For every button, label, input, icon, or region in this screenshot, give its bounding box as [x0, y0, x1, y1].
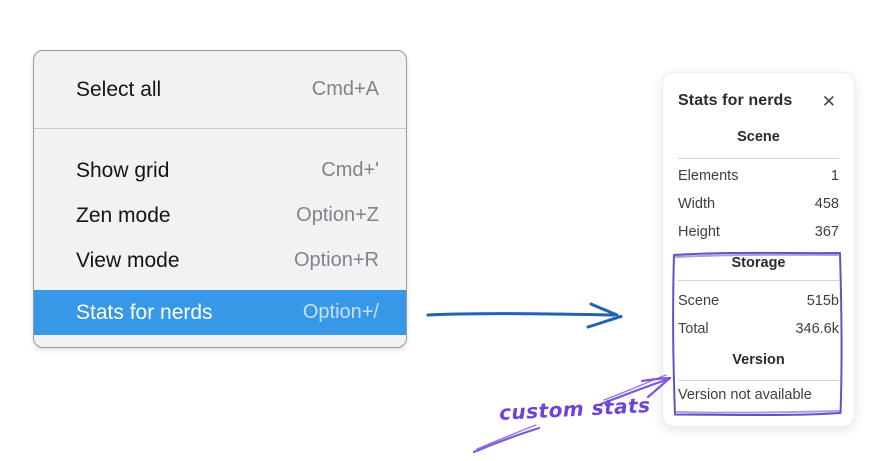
custom-stats-label: custom stats	[498, 393, 652, 425]
close-icon[interactable]: ✕	[821, 91, 836, 111]
menu-item-zen-mode[interactable]: Zen mode Option+Z	[34, 193, 406, 238]
menu-item-label: Show grid	[76, 158, 170, 182]
menu-item-stats-for-nerds[interactable]: Stats for nerds Option+/	[34, 290, 406, 335]
menu-item-shortcut: Cmd+'	[321, 159, 379, 181]
purple-arrow-annotation	[472, 374, 672, 454]
menu-item-label: Zen mode	[76, 203, 171, 227]
menu-item-shortcut: Option+Z	[296, 204, 379, 226]
stat-label: Height	[678, 224, 720, 240]
menu-item-show-grid[interactable]: Show grid Cmd+'	[34, 148, 406, 193]
stat-row-scene-size: Scene 515b	[678, 287, 839, 315]
stats-panel: Stats for nerds ✕ Scene Elements 1 Width…	[662, 72, 855, 427]
menu-item-select-all[interactable]: Select all Cmd+A	[34, 67, 406, 112]
stats-panel-header: Stats for nerds ✕	[678, 90, 839, 112]
stat-value: 515b	[806, 293, 839, 309]
stat-label: Elements	[678, 168, 739, 184]
menu-item-label: View mode	[76, 248, 180, 272]
version-note: Version not available	[678, 387, 812, 403]
section-divider	[678, 380, 839, 381]
stat-value: 367	[814, 224, 839, 240]
menu-item-shortcut: Option+/	[302, 301, 379, 323]
stat-value: 458	[814, 196, 839, 212]
section-header-storage: Storage	[731, 255, 786, 271]
scene-rows: Elements 1 Width 458 Height 367	[678, 162, 839, 246]
section-header-version: Version	[732, 352, 785, 368]
section-divider	[678, 280, 839, 281]
menu-item-label: Select all	[76, 77, 162, 101]
menu-item-label: Stats for nerds	[76, 300, 213, 324]
menu-divider	[34, 128, 406, 129]
stat-row-total-size: Total 346.6k	[678, 315, 839, 343]
stat-row-height: Height 367	[678, 218, 839, 246]
context-menu: Select all Cmd+A Show grid Cmd+' Zen mod…	[33, 50, 407, 348]
menu-section-bottom: Show grid Cmd+' Zen mode Option+Z View m…	[34, 129, 406, 347]
stat-row-elements: Elements 1	[678, 162, 839, 190]
menu-item-view-mode[interactable]: View mode Option+R	[34, 238, 406, 283]
menu-item-shortcut: Option+R	[293, 249, 379, 271]
stat-row-width: Width 458	[678, 190, 839, 218]
stat-label: Scene	[678, 293, 720, 309]
stat-label: Width	[678, 196, 716, 212]
menu-section-top: Select all Cmd+A	[34, 51, 406, 128]
section-header-scene: Scene	[737, 129, 780, 145]
stat-value: 1	[830, 168, 839, 184]
section-divider	[678, 158, 839, 159]
stats-panel-title: Stats for nerds	[678, 92, 793, 109]
blue-arrow	[426, 302, 623, 329]
stat-label: Total	[678, 321, 709, 337]
storage-rows: Scene 515b Total 346.6k	[678, 287, 839, 343]
stat-value: 346.6k	[795, 321, 839, 337]
menu-item-shortcut: Cmd+A	[311, 78, 379, 100]
